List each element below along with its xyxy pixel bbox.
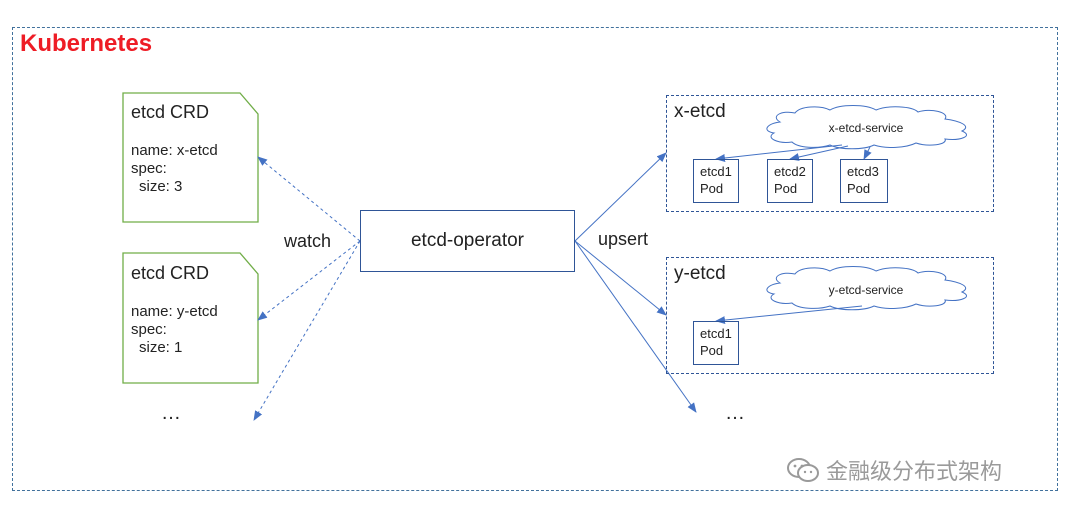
- kubernetes-frame: [12, 27, 1058, 491]
- pod-kind: Pod: [847, 181, 871, 196]
- svc-x-to-pod1: [715, 144, 843, 162]
- x-service-cloud: [766, 105, 968, 150]
- pod-box: etcd1 Pod: [693, 321, 739, 365]
- crd-size-line: size: 3: [139, 178, 183, 195]
- crd-shape-x: [122, 92, 259, 223]
- upsert-label: upsert: [598, 229, 649, 249]
- svc-y-to-pod1: [715, 305, 863, 325]
- etcd-operator-box: etcd-operator: [360, 210, 575, 272]
- pod-kind: Pod: [774, 181, 798, 196]
- upsert-arrow-more: [574, 240, 697, 413]
- crd-spec-line: spec:: [131, 321, 167, 338]
- crd-name-line: name: x-etcd: [131, 142, 218, 159]
- watch-label: watch: [284, 231, 332, 251]
- crd-name-line: name: y-etcd: [131, 303, 218, 320]
- pod-box: etcd2 Pod: [767, 159, 813, 203]
- pod-box: etcd3 Pod: [840, 159, 888, 203]
- crd-y: etcd CRD name: y-etcd spec: size: 1: [131, 263, 218, 356]
- cluster-x-etcd: [666, 95, 994, 212]
- y-service-cloud: [766, 266, 968, 311]
- cluster-y-etcd: [666, 257, 994, 374]
- crd-size-line: size: 1: [139, 339, 183, 356]
- pod-kind: Pod: [700, 343, 724, 358]
- pod-name: etcd2: [774, 164, 806, 179]
- service-label: x-etcd-service: [828, 121, 904, 135]
- crd-title: etcd CRD: [131, 102, 210, 122]
- crd-shape-y: [122, 252, 259, 384]
- pod-name: etcd1: [700, 326, 732, 341]
- upsert-arrow-y: [574, 240, 667, 316]
- watermark-text: 金融级分布式架构: [826, 460, 1003, 485]
- cluster-title: x-etcd: [674, 101, 726, 122]
- upsert-arrow-x: [574, 152, 667, 242]
- pod-kind: Pod: [700, 181, 724, 196]
- pod-box: etcd1 Pod: [693, 159, 739, 203]
- svc-x-to-pod2: [789, 145, 849, 161]
- crd-spec-line: spec:: [131, 160, 167, 177]
- etcd-operator-label: etcd-operator: [410, 230, 524, 251]
- pod-name: etcd3: [847, 164, 879, 179]
- cluster-title: y-etcd: [674, 263, 726, 284]
- cluster-more-ellipsis: …: [725, 402, 745, 424]
- crd-more-ellipsis: …: [161, 402, 181, 424]
- kubernetes-title: Kubernetes: [20, 30, 153, 57]
- wechat-icon: [787, 458, 819, 482]
- crd-x: etcd CRD name: x-etcd spec: size: 3: [131, 102, 218, 195]
- service-label: y-etcd-service: [828, 283, 904, 297]
- watermark: 金融级分布式架构: [786, 454, 1002, 486]
- svc-x-to-pod3: [863, 146, 872, 160]
- watch-arrow-more: [253, 240, 361, 421]
- watch-arrow-y: [257, 240, 361, 321]
- crd-title: etcd CRD: [131, 263, 210, 283]
- watch-arrow-x: [257, 156, 361, 242]
- pod-name: etcd1: [700, 164, 732, 179]
